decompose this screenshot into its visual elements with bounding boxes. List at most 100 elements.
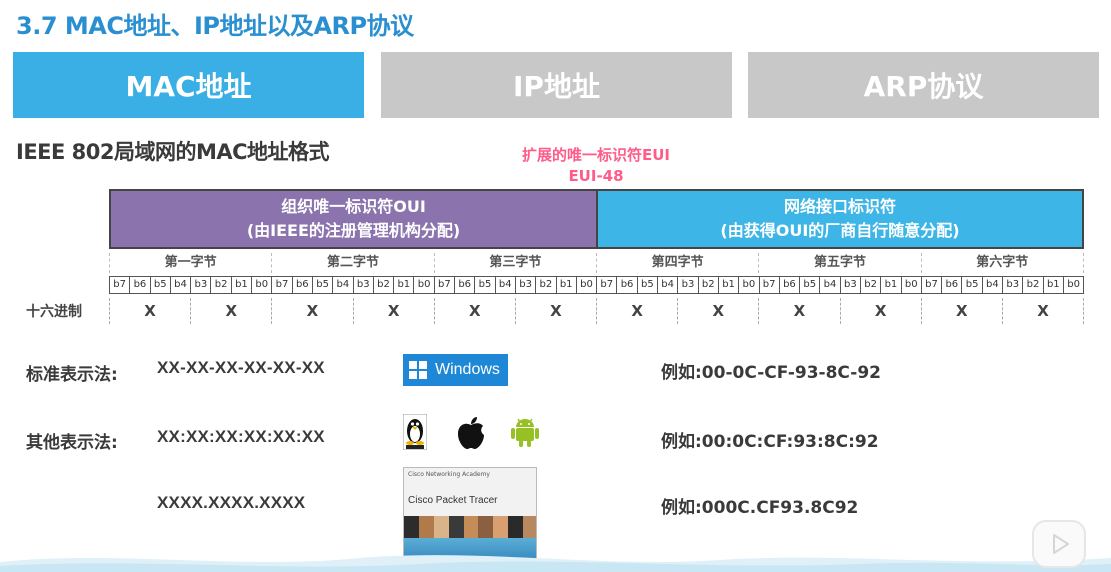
- slide-title: 3.7 MAC地址、IP地址以及ARP协议: [16, 12, 414, 40]
- byte-label: 第四字节: [595, 253, 758, 273]
- hex-digit: X: [1001, 298, 1085, 324]
- hex-digit: X: [839, 298, 921, 324]
- hex-label: 十六进制: [26, 304, 82, 320]
- tab-arp-protocol[interactable]: ARP协议: [748, 52, 1099, 118]
- eui-48-label: EUI-48: [568, 167, 624, 185]
- nic-subtitle: (由获得OUI的厂商自行随意分配): [720, 221, 960, 240]
- bit-cell: b6: [941, 277, 961, 293]
- tux-icon: [403, 414, 427, 450]
- standard-notation-format: XX-XX-XX-XX-XX-XX: [157, 358, 325, 377]
- bit-cell: b3: [677, 277, 697, 293]
- bit-cell: b2: [372, 277, 393, 293]
- bit-cell: b1: [1042, 277, 1063, 293]
- bit-cell: b7: [920, 277, 941, 293]
- bit-cell: b5: [961, 277, 981, 293]
- bit-cell: b1: [880, 277, 900, 293]
- hex-digit: X: [271, 298, 352, 324]
- bit-cell: b0: [575, 277, 596, 293]
- byte-labels: 第一字节 第二字节 第三字节 第四字节 第五字节 第六字节: [109, 253, 1084, 273]
- bit-cell: b6: [616, 277, 636, 293]
- windows-logo-icon: Windows: [403, 354, 508, 386]
- tab-ip-address[interactable]: IP地址: [381, 52, 732, 118]
- hex-digit: X: [677, 298, 758, 324]
- bit-cell: b5: [311, 277, 332, 293]
- bit-cell: b7: [109, 277, 129, 293]
- bit-cell: b2: [697, 277, 718, 293]
- byte-label: 第六字节: [920, 253, 1084, 273]
- bit-cell: b1: [555, 277, 576, 293]
- bit-cell: b3: [839, 277, 860, 293]
- bit-cell: b6: [778, 277, 799, 293]
- packet-tracer-header: Cisco Networking Academy: [408, 471, 490, 478]
- packet-tracer-banner: [404, 516, 536, 538]
- bit-cell: b4: [494, 277, 515, 293]
- bit-cell: b4: [169, 277, 190, 293]
- bit-cell: b2: [535, 277, 555, 293]
- hex-digit: X: [758, 298, 839, 324]
- oui-title: 组织唯一标识符OUI: [281, 197, 426, 216]
- bit-cell: b0: [1062, 277, 1085, 293]
- other-notation-format: XX:XX:XX:XX:XX:XX: [157, 427, 325, 446]
- android-icon: [511, 418, 539, 447]
- bit-cell: b1: [393, 277, 413, 293]
- standard-notation-label: 标准表示法:: [26, 365, 118, 385]
- apple-icon: [458, 417, 484, 449]
- packet-tracer-title: Cisco Packet Tracer: [408, 495, 498, 506]
- bit-cell: b5: [799, 277, 819, 293]
- bit-cell: b2: [1022, 277, 1042, 293]
- bit-cell: b3: [514, 277, 535, 293]
- byte-label: 第一字节: [109, 253, 271, 273]
- bit-cell: b6: [454, 277, 474, 293]
- nic-title: 网络接口标识符: [783, 197, 896, 216]
- bit-cell: b5: [149, 277, 170, 293]
- bit-cell: b5: [636, 277, 657, 293]
- bit-cell: b0: [413, 277, 433, 293]
- other-notation-label: 其他表示法:: [26, 433, 118, 453]
- oui-band: 组织唯一标识符OUI (由IEEE的注册管理机构分配): [109, 189, 596, 249]
- decorative-wave: [0, 555, 1111, 572]
- hex-digit: X: [433, 298, 515, 324]
- hex-digit: X: [109, 298, 190, 324]
- bit-cell: b0: [900, 277, 921, 293]
- bit-cell: b7: [271, 277, 291, 293]
- hex-digit: X: [920, 298, 1002, 324]
- bit-cell: b4: [819, 277, 839, 293]
- cisco-notation-example: 例如:000C.CF93.8C92: [661, 498, 859, 518]
- bit-cell: b0: [251, 277, 271, 293]
- byte-label: 第五字节: [758, 253, 920, 273]
- bit-cell: b4: [981, 277, 1002, 293]
- bit-cell: b7: [596, 277, 616, 293]
- hex-digit: X: [596, 298, 677, 324]
- hex-digit: X: [190, 298, 271, 324]
- windows-flag-icon: [409, 361, 427, 379]
- eui-label: 扩展的唯一标识符EUI: [521, 146, 670, 164]
- cisco-notation-format: XXXX.XXXX.XXXX: [157, 493, 306, 512]
- bit-cell: b2: [859, 277, 880, 293]
- bit-cell: b2: [210, 277, 230, 293]
- bit-cell: b1: [230, 277, 251, 293]
- bit-cell: b4: [657, 277, 677, 293]
- nic-band: 网络接口标识符 (由获得OUI的厂商自行随意分配): [596, 189, 1084, 249]
- hex-digit: X: [352, 298, 434, 324]
- other-notation-example: 例如:00:0C:CF:93:8C:92: [661, 432, 879, 452]
- bit-cell: b3: [1002, 277, 1022, 293]
- play-icon: [1053, 534, 1069, 554]
- bit-cell: b3: [352, 277, 373, 293]
- play-button[interactable]: [1032, 520, 1086, 568]
- hex-digit: X: [514, 298, 596, 324]
- tab-mac-address[interactable]: MAC地址: [13, 52, 364, 118]
- bit-cell: b3: [190, 277, 210, 293]
- bit-cell: b4: [332, 277, 352, 293]
- bit-cell: b7: [433, 277, 454, 293]
- section-title: IEEE 802局域网的MAC地址格式: [16, 140, 330, 164]
- byte-label: 第二字节: [271, 253, 433, 273]
- bit-cell: b7: [758, 277, 779, 293]
- byte-label: 第三字节: [433, 253, 596, 273]
- oui-subtitle: (由IEEE的注册管理机构分配): [246, 221, 461, 240]
- bit-cell: b6: [129, 277, 149, 293]
- bit-cell: b6: [291, 277, 312, 293]
- windows-logo-text: Windows: [435, 361, 500, 378]
- standard-notation-example: 例如:00-0C-CF-93-8C-92: [661, 363, 882, 383]
